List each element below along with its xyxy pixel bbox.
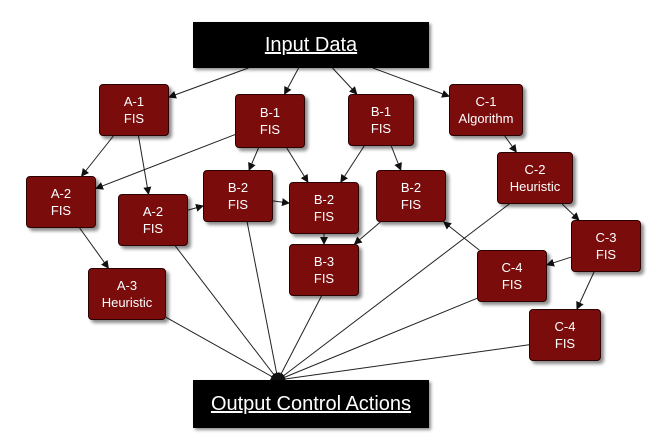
arrow-c2-to-c3 — [561, 203, 580, 221]
node-b1-left-id: B-1 — [259, 105, 281, 120]
arrow-b2l-to-output — [246, 221, 281, 381]
node-b2-left-id: B-2 — [227, 180, 249, 195]
node-c4-upper-type: FIS — [501, 277, 523, 292]
node-b1-right-type: FIS — [370, 121, 392, 136]
node-b2-left-fis: B-2 FIS — [203, 170, 273, 222]
arrow-b2l-to-b2m — [272, 198, 290, 207]
node-c3-fis: C-3 FIS — [571, 220, 641, 272]
node-c3-id: C-3 — [595, 230, 617, 245]
node-b1-right-id: B-1 — [370, 104, 392, 119]
arrow-b1l-to-b2m — [286, 147, 309, 183]
arrow-c3-to-c4b — [576, 271, 595, 310]
input-data-box: Input Data — [193, 22, 429, 68]
arrow-b1r-to-b2m — [340, 145, 365, 183]
node-c4-upper-id: C-4 — [501, 260, 523, 275]
arrow-input-to-c1 — [372, 67, 450, 98]
arrow-c4a-to-output — [277, 297, 478, 382]
node-a2-right-fis: A-2 FIS — [118, 194, 188, 246]
arrow-c2-to-output — [277, 203, 510, 381]
node-a3-type: Heuristic — [101, 295, 153, 310]
arrow-input-to-a1 — [168, 67, 249, 99]
arrow-input-to-b1l — [284, 67, 300, 95]
node-a2-left-type: FIS — [50, 203, 72, 218]
arrow-c4b-to-output — [276, 344, 530, 383]
node-c2-heuristic: C-2 Heuristic — [497, 152, 573, 204]
node-a1-type: FIS — [123, 111, 145, 126]
arrow-c4a-to-b2r — [443, 221, 480, 251]
node-c1-id: C-1 — [475, 94, 497, 109]
node-c2-id: C-2 — [524, 162, 546, 177]
node-b2-right-id: B-2 — [400, 180, 422, 195]
arrow-a2r-to-output — [174, 245, 279, 381]
arrow-a2l-to-a3 — [79, 227, 109, 269]
node-c1-type: Algorithm — [458, 111, 514, 126]
arrow-input-to-b1r — [332, 67, 358, 95]
node-b1-left-type: FIS — [259, 122, 281, 137]
arrow-b1r-to-b2r — [390, 145, 402, 171]
node-a2-right-type: FIS — [142, 221, 164, 236]
arrow-a1-to-a2l — [81, 135, 114, 177]
node-b1-left-fis: B-1 FIS — [235, 94, 305, 148]
output-control-actions-label: Output Control Actions — [210, 392, 412, 415]
arrow-c3-to-c4a — [546, 256, 572, 267]
node-c4-lower-id: C-4 — [554, 319, 576, 334]
node-a2-left-id: A-2 — [50, 186, 72, 201]
arrow-c1-to-c2 — [504, 135, 517, 153]
arrow-a1-to-a2r — [137, 135, 152, 195]
node-c1-algorithm: C-1 Algorithm — [449, 84, 523, 136]
node-c4-lower-type: FIS — [554, 336, 576, 351]
node-b1-right-fis: B-1 FIS — [348, 94, 414, 146]
node-b2-left-type: FIS — [227, 197, 249, 212]
node-b3-fis: B-3 FIS — [289, 244, 359, 296]
node-a1-fis: A-1 FIS — [99, 84, 169, 136]
output-control-actions-box: Output Control Actions — [193, 380, 429, 428]
node-b2-middle-id: B-2 — [313, 192, 335, 207]
node-c3-type: FIS — [595, 247, 617, 262]
node-a2-left-fis: A-2 FIS — [26, 176, 96, 228]
node-b3-id: B-3 — [313, 254, 335, 269]
node-b2-right-fis: B-2 FIS — [376, 170, 446, 222]
node-c4-lower-fis: C-4 FIS — [529, 309, 601, 361]
input-data-label: Input Data — [264, 33, 358, 56]
node-b2-middle-type: FIS — [313, 209, 335, 224]
node-c4-upper-fis: C-4 FIS — [477, 250, 547, 302]
arrow-a3-to-output — [165, 316, 279, 381]
arrow-b2r-to-b3 — [353, 221, 381, 245]
arrow-b3-to-output — [277, 295, 322, 381]
node-a3-heuristic: A-3 Heuristic — [88, 268, 166, 320]
node-a2-right-id: A-2 — [142, 204, 164, 219]
arrow-a2r-to-b2l — [187, 203, 204, 212]
node-b3-type: FIS — [313, 271, 335, 286]
node-c2-type: Heuristic — [509, 179, 561, 194]
node-b2-middle-fis: B-2 FIS — [289, 182, 359, 234]
arrow-b1l-to-a2l — [95, 134, 236, 190]
node-b2-right-type: FIS — [400, 197, 422, 212]
node-a3-id: A-3 — [116, 278, 138, 293]
node-a1-id: A-1 — [123, 94, 145, 109]
arrow-b1l-to-b2l — [248, 147, 259, 171]
